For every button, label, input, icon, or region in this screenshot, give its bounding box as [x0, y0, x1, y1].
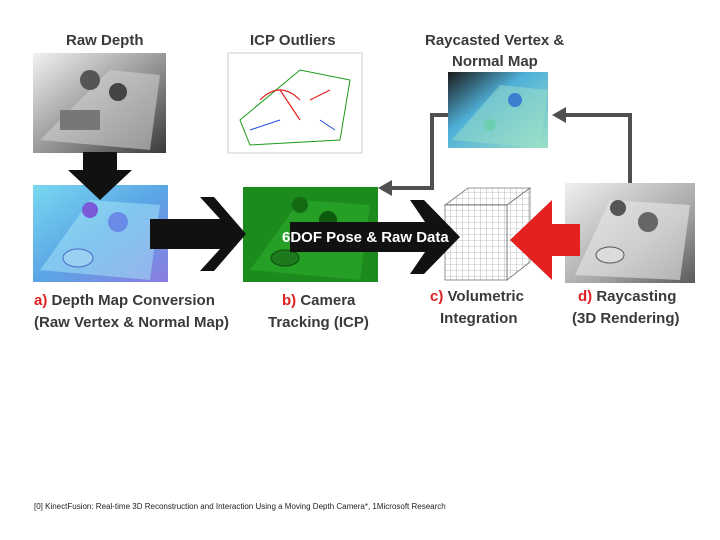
stage-a-label: a) Depth Map Conversion — [34, 290, 215, 312]
raycasting-image — [565, 183, 695, 283]
conversion-to-tracking-arrow — [150, 197, 246, 271]
icp-outliers-label: ICP Outliers — [250, 32, 336, 49]
depth-map-conversion-image — [33, 185, 168, 282]
tracking-arrowhead — [378, 180, 392, 196]
stage-b-letter: b) — [282, 292, 297, 309]
stage-d-label: d) Raycasting — [578, 286, 676, 308]
raw-depth-image — [33, 53, 166, 153]
stage-d-title: Raycasting — [592, 288, 677, 305]
depth-to-conversion-arrow — [68, 152, 132, 200]
raycasting-to-integration-arrow — [510, 200, 580, 280]
raw-depth-label: Raw Depth — [66, 32, 144, 49]
pose-data-label: 6DOF Pose & Raw Data — [282, 229, 449, 246]
integration-to-tracking-connector — [388, 186, 434, 190]
stage-c-letter: c) — [430, 288, 444, 305]
icp-outliers-image — [227, 52, 363, 154]
stage-d-letter: d) — [578, 288, 593, 305]
stage-b-label: b) Camera — [282, 290, 355, 312]
stage-c-title: Volumetric — [443, 288, 524, 305]
stage-a-title: Depth Map Conversion — [47, 292, 215, 309]
citation-caption: [0] KinectFusion: Real-time 3D Reconstru… — [34, 502, 446, 511]
raycasted-map-image — [448, 72, 548, 148]
stage-a-subtitle: (Raw Vertex & Normal Map) — [34, 314, 230, 331]
raycasting-to-map-connector — [562, 113, 632, 183]
stage-b-title: Camera — [296, 292, 356, 309]
raycasted-map-label-line2: Normal Map — [452, 53, 538, 70]
stage-c-label: c) Volumetric — [430, 286, 524, 308]
tracking-to-integration-arrow — [290, 200, 460, 274]
stage-a-letter: a) — [34, 292, 48, 309]
raycasted-map-label-line1: Raycasted Vertex & — [425, 32, 565, 49]
raycasted-map-arrowhead — [552, 107, 566, 123]
stage-b-subtitle: Tracking (ICP) — [268, 314, 369, 331]
stage-d-subtitle: (3D Rendering) — [572, 310, 680, 327]
stage-c-subtitle: Integration — [440, 310, 518, 327]
